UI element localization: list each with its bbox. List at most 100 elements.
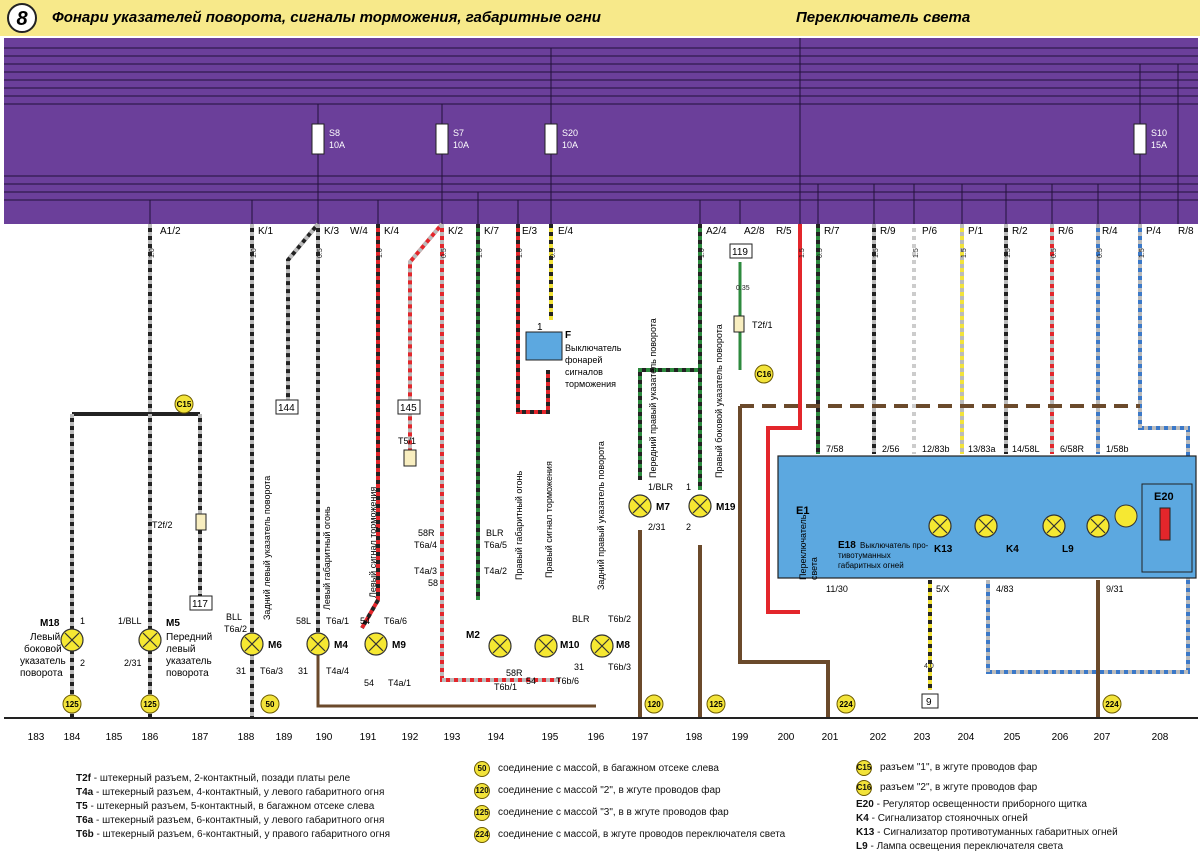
svg-text:M6: M6: [268, 640, 282, 651]
svg-text:58: 58: [428, 578, 438, 588]
svg-text:1.0: 1.0: [477, 248, 484, 258]
svg-text:M7: M7: [656, 502, 670, 513]
svg-text:E20: E20: [1154, 491, 1174, 503]
svg-text:R/2: R/2: [1012, 226, 1028, 237]
svg-text:0.5: 0.5: [441, 248, 448, 258]
svg-text:200: 200: [778, 732, 795, 743]
svg-text:1.5: 1.5: [799, 248, 806, 258]
svg-text:Передний: Передний: [166, 632, 212, 643]
svg-text:E/3: E/3: [522, 226, 537, 237]
svg-text:T6b/6: T6b/6: [556, 676, 579, 686]
svg-text:S10: S10: [1151, 128, 1167, 138]
svg-text:184: 184: [64, 732, 81, 743]
svg-text:1.0: 1.0: [377, 248, 384, 258]
svg-text:M18: M18: [40, 618, 60, 629]
svg-text:10A: 10A: [562, 140, 578, 150]
svg-text:1.5: 1.5: [1005, 248, 1012, 258]
svg-text:5/X: 5/X: [936, 584, 950, 594]
svg-text:W/4: W/4: [350, 226, 368, 237]
svg-text:0.5: 0.5: [1097, 248, 1104, 258]
svg-text:T6a/2: T6a/2: [224, 624, 247, 634]
svg-text:9: 9: [926, 697, 932, 708]
svg-text:1: 1: [537, 322, 543, 333]
svg-text:0.5: 0.5: [1051, 248, 1058, 258]
svg-text:K/7: K/7: [484, 226, 499, 237]
svg-text:194: 194: [488, 732, 505, 743]
svg-text:202: 202: [870, 732, 887, 743]
svg-text:левый: левый: [166, 644, 195, 655]
svg-text:Левый габаритный огонь: Левый габаритный огонь: [322, 506, 332, 610]
svg-text:54: 54: [526, 676, 536, 686]
brake-switch-f: 1 F Выключатель фонарей сигналов торможе…: [525, 322, 622, 389]
svg-text:0.5: 0.5: [550, 248, 557, 258]
svg-text:205: 205: [1004, 732, 1021, 743]
svg-text:E/4: E/4: [558, 226, 573, 237]
svg-text:P/4: P/4: [1146, 226, 1161, 237]
svg-text:K4: K4: [1006, 544, 1019, 555]
svg-text:M2: M2: [466, 630, 480, 641]
svg-text:1.0: 1.0: [149, 248, 156, 258]
svg-text:1/BLR: 1/BLR: [648, 482, 674, 492]
svg-text:125: 125: [65, 700, 79, 709]
svg-text:117: 117: [192, 599, 208, 610]
svg-text:T5/1: T5/1: [398, 436, 416, 446]
svg-text:58R: 58R: [418, 528, 435, 538]
vertical-labels: Задний левый указатель поворота Левый га…: [262, 318, 724, 620]
svg-text:224: 224: [839, 700, 853, 709]
svg-text:A2/8: A2/8: [744, 226, 765, 237]
svg-text:T4a/1: T4a/1: [388, 678, 411, 688]
svg-text:13/83a: 13/83a: [968, 444, 996, 454]
svg-text:P/6: P/6: [922, 226, 937, 237]
svg-text:0.35: 0.35: [736, 285, 750, 292]
svg-text:195: 195: [542, 732, 559, 743]
svg-text:R/7: R/7: [824, 226, 840, 237]
svg-text:185: 185: [106, 732, 123, 743]
svg-text:58R: 58R: [506, 668, 523, 678]
svg-text:50: 50: [266, 700, 275, 709]
svg-text:T6b/3: T6b/3: [608, 662, 631, 672]
svg-text:186: 186: [142, 732, 159, 743]
svg-text:144: 144: [278, 403, 295, 414]
diagram-title: Фонари указателей поворота, сигналы торм…: [52, 9, 601, 26]
svg-text:T6a/5: T6a/5: [484, 540, 507, 550]
diagram-subtitle: Переключатель света: [796, 9, 970, 26]
wires: [70, 222, 1190, 718]
svg-text:14/58L: 14/58L: [1012, 444, 1040, 454]
svg-text:A1/2: A1/2: [160, 226, 181, 237]
svg-text:указатель: указатель: [166, 656, 212, 667]
svg-text:BLR: BLR: [486, 528, 504, 538]
svg-text:1.5: 1.5: [1139, 248, 1146, 258]
svg-text:119: 119: [732, 247, 748, 258]
svg-text:BLR: BLR: [572, 614, 590, 624]
svg-text:M4: M4: [334, 640, 348, 651]
svg-text:T6a/4: T6a/4: [414, 540, 437, 550]
svg-text:4/83: 4/83: [996, 584, 1014, 594]
svg-text:L9: L9: [1062, 544, 1074, 555]
svg-text:7/58: 7/58: [826, 444, 844, 454]
svg-text:2: 2: [80, 658, 85, 668]
svg-text:Правый боковой указатель повор: Правый боковой указатель поворота: [714, 324, 724, 478]
svg-text:E18: E18: [838, 540, 856, 551]
svg-text:199: 199: [732, 732, 749, 743]
fuse-s10: S10 15A: [1133, 123, 1167, 155]
svg-text:15A: 15A: [1151, 140, 1167, 150]
switch-vertical-label: Переключатель: [798, 514, 808, 580]
svg-text:габаритных огней: габаритных огней: [838, 561, 904, 570]
svg-text:тивотуманных: тивотуманных: [838, 551, 891, 560]
svg-text:P/1: P/1: [968, 226, 983, 237]
svg-text:187: 187: [192, 732, 209, 743]
svg-text:58L: 58L: [296, 616, 311, 626]
svg-text:K/2: K/2: [448, 226, 463, 237]
svg-text:F: F: [565, 330, 571, 341]
svg-text:Задний правый указатель поворо: Задний правый указатель поворота: [596, 441, 606, 590]
terminal-boxes: 144 145 117 119 9: [189, 243, 939, 709]
svg-text:T6b/2: T6b/2: [608, 614, 631, 624]
svg-text:191: 191: [360, 732, 377, 743]
svg-text:1/58b: 1/58b: [1106, 444, 1129, 454]
svg-text:0.5: 0.5: [817, 248, 824, 258]
svg-text:Задний левый указатель поворот: Задний левый указатель поворота: [262, 476, 272, 620]
svg-text:196: 196: [588, 732, 605, 743]
svg-text:207: 207: [1094, 732, 1111, 743]
